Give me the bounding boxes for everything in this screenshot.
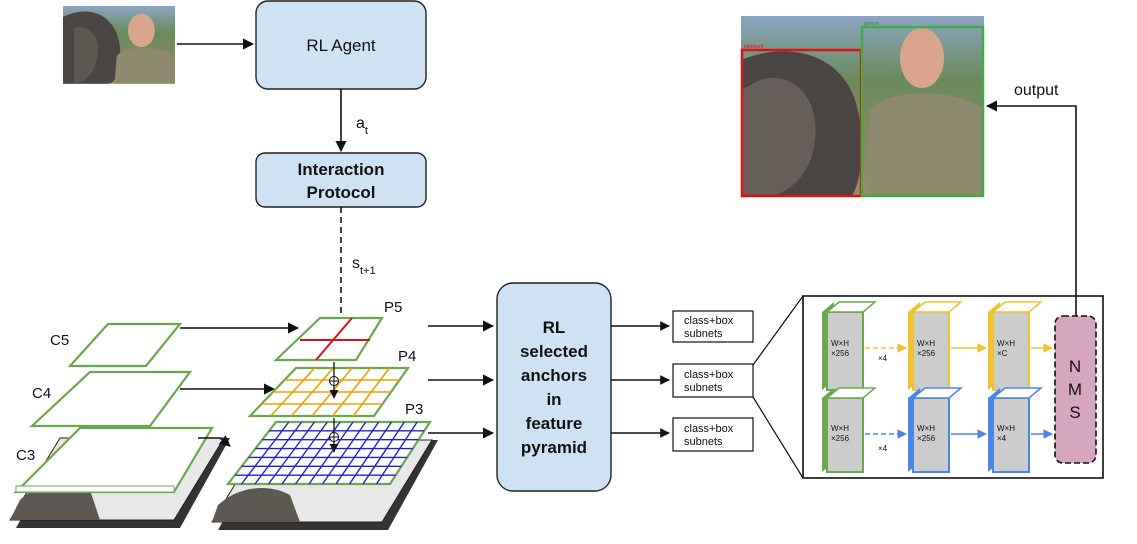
class-out-dim-2: ×C	[997, 349, 1008, 358]
rl-agent-box: RL Agent	[255, 0, 427, 90]
grid-line	[308, 421, 354, 485]
c3-layer	[13, 426, 214, 494]
grid-line	[348, 421, 393, 485]
rl-anchors-box: RL selected anchors in feature pyramid	[496, 282, 612, 492]
state-label: st+1	[352, 255, 376, 277]
grid-line	[321, 421, 367, 485]
box-repeat-label: ×4	[878, 444, 888, 453]
class-output-feature: W×H ×C	[988, 301, 1044, 391]
class-repeat-label: ×4	[878, 354, 888, 363]
protocol-label-line2: Protocol	[307, 183, 376, 202]
box-out-dim-1: W×H	[997, 424, 1015, 433]
action-label: at	[356, 115, 368, 137]
grid-line	[240, 421, 290, 485]
person-detection-box	[860, 25, 985, 198]
subnet-box-2: class+box subnets	[672, 363, 754, 398]
rl-agent-label: RL Agent	[306, 36, 376, 55]
p3-blue-grid	[234, 421, 425, 485]
grid-line	[270, 367, 316, 417]
p5-layer	[273, 316, 384, 362]
elephant-tag: elephant	[744, 44, 764, 50]
output-arrow	[985, 100, 1077, 316]
box-in-dim-1: W×H	[831, 424, 849, 433]
nms-letter-n: N	[1069, 357, 1081, 376]
box-hidden-dim-2: ×256	[917, 434, 936, 443]
rl-block-line-6: pyramid	[521, 438, 587, 457]
c3-label: C3	[16, 447, 35, 464]
zoom-line-top	[752, 295, 804, 366]
rl-block-line-1: RL	[543, 318, 566, 337]
p3-layer	[225, 420, 433, 486]
p3-label: P3	[405, 401, 423, 418]
p5-label: P5	[384, 299, 402, 316]
subnet-2-line2: subnets	[684, 382, 723, 394]
nms-letter-m: M	[1068, 380, 1082, 399]
arrow-c3-to-p3	[198, 435, 231, 447]
p4-label: P4	[398, 348, 416, 365]
grid-line	[335, 421, 380, 485]
p4-orange-grid	[261, 367, 400, 417]
class-out-dim-1: W×H	[997, 339, 1015, 348]
rl-block-line-3: anchors	[521, 366, 587, 385]
output-detection-image: elephant person	[740, 16, 985, 198]
rl-block-line-2: selected	[520, 342, 588, 361]
class-input-feature: W×H ×256	[822, 301, 878, 391]
box-in-dim-2: ×256	[831, 434, 850, 443]
p4-layer	[247, 366, 411, 418]
c5-layer	[67, 322, 183, 368]
protocol-label-line1: Interaction	[298, 160, 385, 179]
box-hidden-feature: W×H ×256	[908, 387, 964, 473]
rl-block-line-4: in	[546, 390, 561, 409]
output-label: output	[1014, 82, 1059, 99]
class-hidden-feature: W×H ×256	[908, 301, 964, 391]
subnet-detail-box: W×H ×256 ×4 W×H ×256 W×H ×C W×H ×256	[802, 295, 1104, 479]
grid-line	[375, 421, 418, 485]
box-out-dim-2: ×4	[997, 434, 1007, 443]
class-hidden-dim-1: W×H	[917, 339, 935, 348]
interaction-protocol-box: Interaction Protocol	[255, 152, 427, 208]
p5-red-grid-v	[315, 317, 353, 361]
subnet-3-line2: subnets	[684, 436, 723, 448]
class-hidden-dim-2: ×256	[917, 349, 936, 358]
input-image	[63, 6, 175, 84]
c4-label: C4	[32, 385, 51, 402]
c5-label: C5	[50, 332, 69, 349]
subnet-1-line2: subnets	[684, 328, 723, 340]
grid-line	[267, 421, 316, 485]
grid-line	[332, 367, 372, 417]
class-in-dim-2: ×256	[831, 349, 850, 358]
subnet-2-line1: class+box	[684, 369, 734, 381]
zoom-line-bottom	[752, 396, 804, 479]
grid-line	[254, 421, 303, 485]
grid-line	[290, 367, 334, 417]
class-in-dim-1: W×H	[831, 339, 849, 348]
box-input-feature: W×H ×256	[822, 387, 878, 473]
subnet-box-1: class+box subnets	[672, 310, 754, 343]
nms-letter-s: S	[1069, 403, 1080, 422]
subnet-1-line1: class+box	[684, 315, 734, 327]
nms-block: N M S	[1054, 315, 1097, 464]
c4-layer	[29, 370, 193, 428]
rl-block-line-5: feature	[526, 414, 583, 433]
grid-line	[352, 367, 390, 417]
box-output-feature: W×H ×4	[988, 387, 1044, 473]
person-tag: person	[864, 21, 880, 27]
subnet-box-3: class+box subnets	[672, 417, 754, 452]
grid-line	[281, 421, 328, 485]
subnet-3-line1: class+box	[684, 423, 734, 435]
grid-line	[362, 421, 405, 485]
box-hidden-dim-1: W×H	[917, 424, 935, 433]
